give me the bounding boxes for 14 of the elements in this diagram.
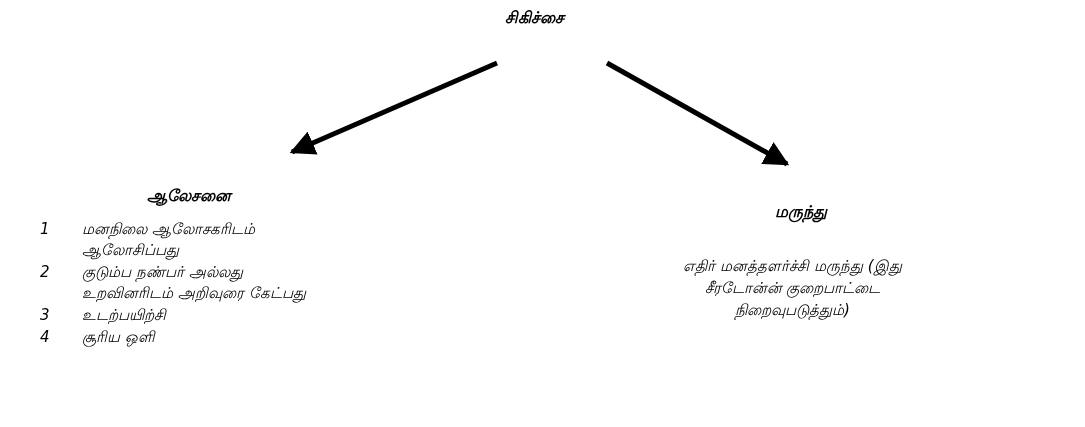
heading: மருந்து: [775, 202, 827, 223]
arrow: [289, 60, 498, 155]
list-number: 4: [40, 327, 50, 348]
arrow: [605, 60, 790, 167]
list-item: குடும்ப நண்பர் அல்லது உறவினரிடம் அறிவுரை கேட்பது: [82, 262, 308, 304]
list-number: 1: [40, 219, 50, 240]
list-item: மனநிலை ஆலோசகரிடம் ஆலோசிப்பது: [82, 219, 256, 261]
heading: ஆலேசனை: [147, 186, 231, 207]
heading: சிகிச்சை: [505, 8, 564, 29]
note-text: எதிர் மனத்தளர்ச்சி மருந்து (இது சீரடோன்ன் குறைபாட்டை நிறைவுபடுத்தும்): [682, 256, 904, 321]
list-item: உடற்பயிற்சி: [82, 305, 168, 326]
list-item: சூரிய ஒளி: [82, 327, 157, 348]
list-number: 2: [40, 262, 50, 283]
list-number: 3: [40, 305, 50, 326]
